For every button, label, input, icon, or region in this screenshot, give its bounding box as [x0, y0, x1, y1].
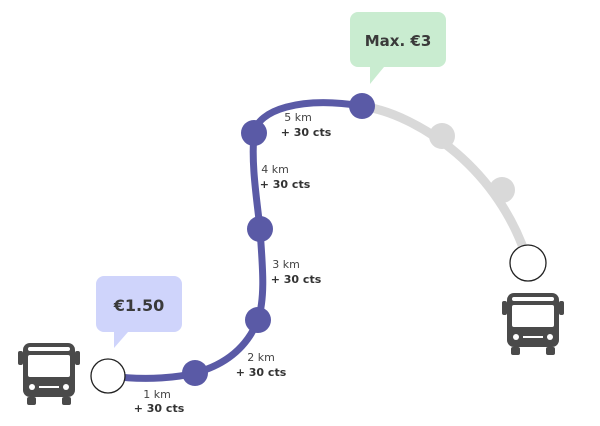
- start-fare-label: €1.50: [113, 296, 165, 315]
- segment-label-1km: 1 km + 30 cts: [134, 388, 185, 415]
- max-fare-label: Max. €3: [365, 32, 432, 50]
- segment-label-3km: 3 km + 30 cts: [271, 258, 322, 286]
- stop-inactive-1: [429, 123, 455, 149]
- stop-3km: [247, 216, 273, 242]
- segment-km: 2 km: [247, 351, 275, 364]
- segment-label-2km: 2 km + 30 cts: [236, 351, 287, 379]
- bus-icon: [502, 293, 564, 355]
- bus-icon: [18, 343, 80, 405]
- stop-1km: [182, 360, 208, 386]
- max-fare-bubble: Max. €3: [350, 12, 446, 84]
- stop-5km: [349, 93, 375, 119]
- stop-4km: [241, 120, 267, 146]
- segment-surcharge: + 30 cts: [260, 178, 311, 191]
- segment-km: 5 km: [284, 111, 312, 124]
- segment-label-5km: 5 km + 30 cts: [281, 111, 332, 139]
- stop-inactive-2: [489, 177, 515, 203]
- start-fare-bubble: €1.50: [96, 276, 182, 348]
- segment-km: 3 km: [272, 258, 300, 271]
- segment-surcharge: + 30 cts: [281, 126, 332, 139]
- segment-surcharge: + 30 cts: [271, 273, 322, 286]
- segment-km: 4 km: [261, 163, 289, 176]
- route-inactive-line: [357, 101, 533, 267]
- segment-label-4km: 4 km + 30 cts: [260, 163, 311, 191]
- segment-surcharge: + 30 cts: [134, 402, 185, 415]
- stop-start: [90, 358, 126, 394]
- stop-2km: [245, 307, 271, 333]
- segment-km: 1 km: [143, 388, 171, 401]
- segment-surcharge: + 30 cts: [236, 366, 287, 379]
- route-active-line: [104, 99, 366, 382]
- stop-end: [509, 244, 547, 282]
